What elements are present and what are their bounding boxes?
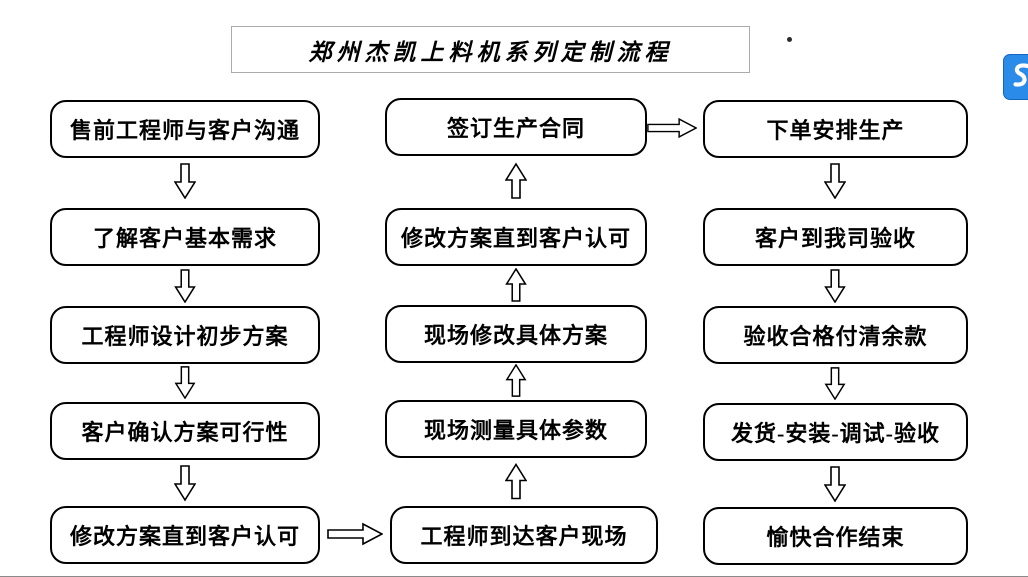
flow-step-left-2: 了解客户基本需求 xyxy=(50,208,320,266)
arrow-up-icon xyxy=(505,161,527,201)
flow-step-middle-1: 签订生产合同 xyxy=(385,98,647,156)
chat-widget-icon[interactable] xyxy=(1003,54,1028,100)
flow-step-middle-4: 现场测量具体参数 xyxy=(385,400,647,458)
flow-step-middle-5: 工程师到达客户现场 xyxy=(390,506,658,564)
arrow-right-icon xyxy=(647,115,697,141)
arrow-up-icon xyxy=(505,268,527,302)
flow-step-right-3: 验收合格付清余款 xyxy=(703,306,968,364)
flow-step-left-5: 修改方案直到客户认可 xyxy=(50,506,320,564)
flow-step-middle-2: 修改方案直到客户认可 xyxy=(385,208,647,266)
arrow-down-icon xyxy=(174,163,196,199)
arrow-down-icon xyxy=(824,269,846,303)
diagram-title: 郑州杰凯上料机系列定制流程 xyxy=(231,26,750,73)
arrow-right-icon xyxy=(327,521,383,547)
flow-step-left-3: 工程师设计初步方案 xyxy=(50,306,320,364)
flow-step-left-1: 售前工程师与客户沟通 xyxy=(50,100,320,158)
flow-step-right-2: 客户到我司验收 xyxy=(703,208,968,266)
stray-dot xyxy=(787,37,792,42)
flow-step-right-5: 愉快合作结束 xyxy=(703,507,968,565)
arrow-down-icon xyxy=(174,366,196,399)
flow-step-left-4: 客户确认方案可行性 xyxy=(50,402,320,460)
flow-step-right-4: 发货-安装-调试-验收 xyxy=(703,403,968,461)
arrow-down-icon xyxy=(824,367,846,400)
arrow-down-icon xyxy=(824,163,846,199)
arrow-down-icon xyxy=(174,269,196,303)
flow-step-right-1: 下单安排生产 xyxy=(703,100,968,158)
flow-step-middle-3: 现场修改具体方案 xyxy=(385,305,647,363)
arrow-up-icon xyxy=(505,461,527,502)
arrow-down-icon xyxy=(824,465,846,503)
chat-swirl-icon xyxy=(1013,63,1028,87)
arrow-up-icon xyxy=(505,364,527,397)
arrow-down-icon xyxy=(174,464,196,502)
